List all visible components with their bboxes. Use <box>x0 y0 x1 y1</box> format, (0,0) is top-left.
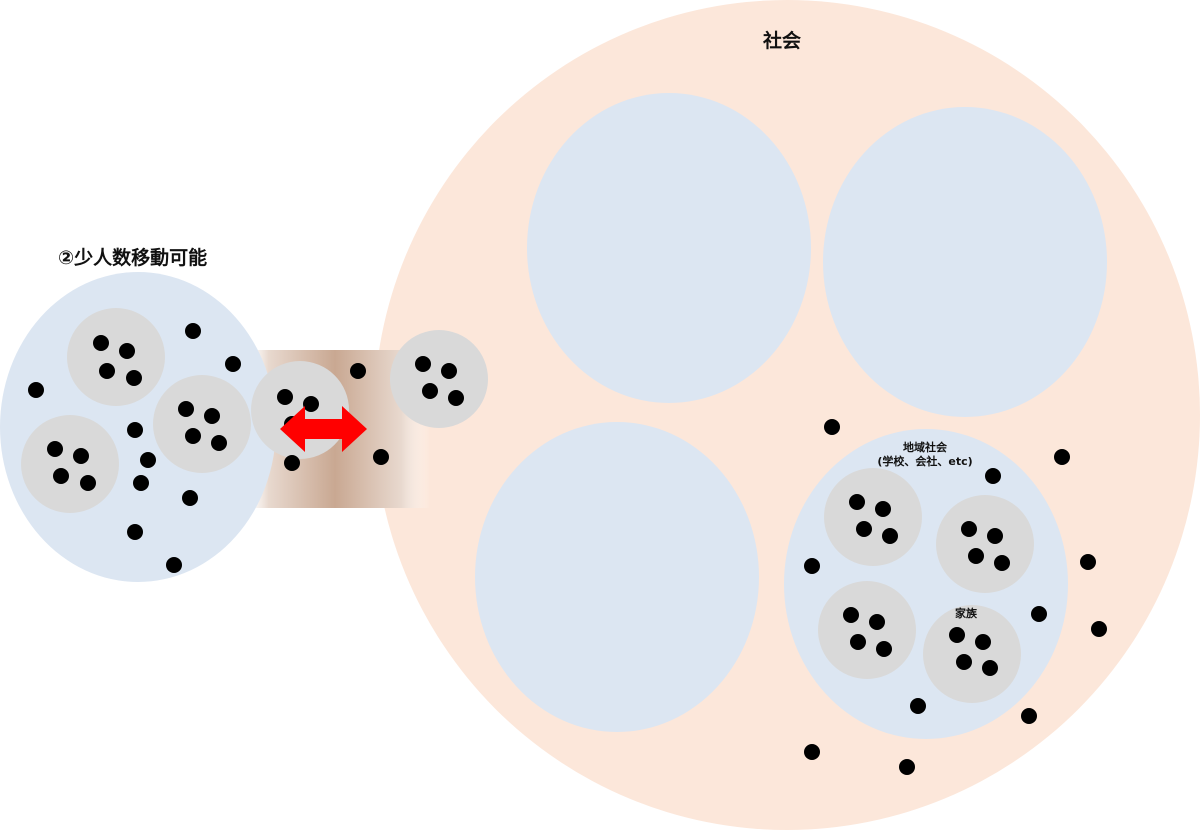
person-dot <box>350 363 366 379</box>
person-dot <box>956 654 972 670</box>
person-dot <box>373 449 389 465</box>
person-dot <box>869 614 885 630</box>
person-dot <box>126 370 142 386</box>
person-dot <box>441 363 457 379</box>
person-dot <box>994 555 1010 571</box>
family-label: 家族 <box>955 607 977 620</box>
person-dot <box>910 698 926 714</box>
double-arrow-icon <box>280 406 367 452</box>
person-dot <box>985 468 1001 484</box>
person-dot <box>1031 606 1047 622</box>
person-dot <box>133 475 149 491</box>
person-dot <box>876 641 892 657</box>
person-dot <box>284 455 300 471</box>
person-dot <box>415 356 431 372</box>
person-dot <box>127 524 143 540</box>
family-circle <box>67 308 165 406</box>
person-dot <box>182 490 198 506</box>
community-circle-empty <box>527 93 811 403</box>
person-dot <box>824 419 840 435</box>
society-circle <box>374 0 1200 830</box>
community-circle-empty <box>475 422 759 732</box>
person-dot <box>127 422 143 438</box>
person-dot <box>968 548 984 564</box>
community-label: 地域社会 (学校、会社、etc) <box>855 441 995 469</box>
family-circle <box>390 330 488 428</box>
person-dot <box>961 521 977 537</box>
community-circle-empty <box>823 107 1107 417</box>
person-dot <box>804 744 820 760</box>
family-circle <box>824 468 922 566</box>
person-dot <box>119 343 135 359</box>
person-dot <box>882 528 898 544</box>
mobility-title: ②少人数移動可能 <box>58 247 208 269</box>
family-circle <box>818 581 916 679</box>
person-dot <box>856 521 872 537</box>
person-dot <box>448 390 464 406</box>
person-dot <box>975 634 991 650</box>
person-dot <box>47 441 63 457</box>
person-dot <box>850 634 866 650</box>
person-dot <box>422 383 438 399</box>
person-dot <box>185 428 201 444</box>
person-dot <box>204 408 220 424</box>
community-label-line2: (学校、会社、etc) <box>877 455 973 468</box>
person-dot <box>53 468 69 484</box>
person-dot <box>1054 449 1070 465</box>
person-dot <box>1021 708 1037 724</box>
community-label-line1: 地域社会 <box>903 441 947 454</box>
person-dot <box>277 389 293 405</box>
person-dot <box>849 494 865 510</box>
person-dot <box>899 759 915 775</box>
persons <box>28 323 1107 775</box>
person-dot <box>185 323 201 339</box>
person-dot <box>28 382 44 398</box>
person-dot <box>303 396 319 412</box>
person-dot <box>843 607 859 623</box>
person-dot <box>178 401 194 417</box>
person-dot <box>211 435 227 451</box>
community-circle <box>784 429 1068 739</box>
person-dot <box>804 558 820 574</box>
person-dot <box>73 448 89 464</box>
person-dot <box>99 363 115 379</box>
person-dot <box>140 452 156 468</box>
family-circle <box>21 415 119 513</box>
society-title: 社会 <box>763 30 802 52</box>
person-dot <box>949 627 965 643</box>
family-circle <box>153 375 251 473</box>
person-dot <box>875 501 891 517</box>
person-dot <box>225 356 241 372</box>
family-circle <box>936 495 1034 593</box>
person-dot <box>1091 621 1107 637</box>
person-dot <box>982 660 998 676</box>
person-dot <box>987 528 1003 544</box>
person-dot <box>93 335 109 351</box>
person-dot <box>80 475 96 491</box>
person-dot <box>1080 554 1096 570</box>
person-dot <box>166 557 182 573</box>
family-circle <box>923 605 1021 703</box>
